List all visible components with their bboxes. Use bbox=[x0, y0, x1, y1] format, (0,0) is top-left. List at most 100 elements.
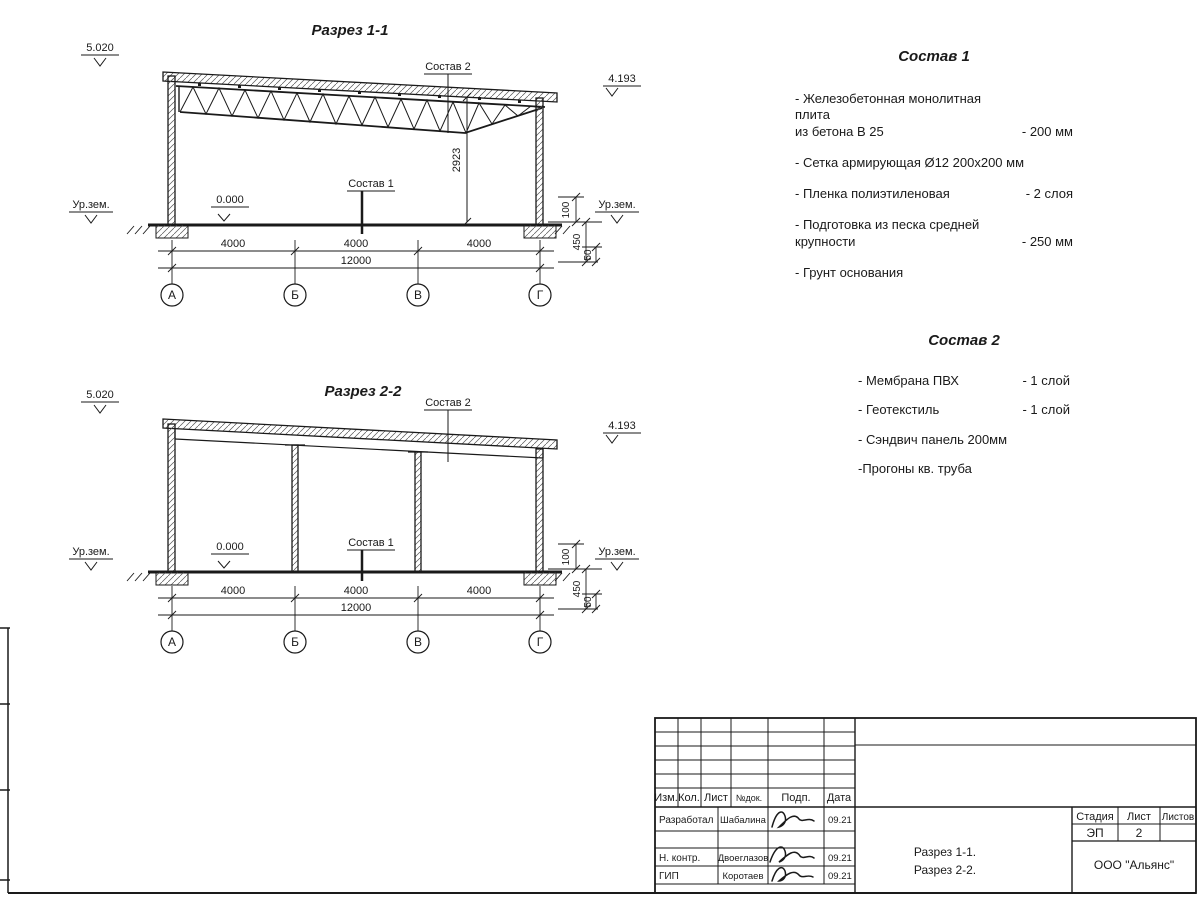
header-podp: Подп. bbox=[781, 792, 810, 804]
title-block-signature-rows: Разработал Шабалина 09.21 Н. контр. Двое… bbox=[659, 814, 852, 882]
callout-roof: Состав 2 bbox=[424, 61, 472, 133]
section-2-2: Разрез 2-2 5.02 bbox=[69, 383, 641, 654]
sheet-frame bbox=[0, 627, 1196, 894]
ground-level-right: Ур.зем. bbox=[595, 199, 639, 224]
ground-level-left: Ур.зем. bbox=[69, 199, 113, 224]
row2-date: 09.21 bbox=[828, 853, 852, 864]
item-value: - 1 слой bbox=[1022, 373, 1070, 388]
elevation-eave-value: 4.193 bbox=[608, 420, 636, 432]
list-item: - Железобетонная монолитная плита из бет… bbox=[795, 91, 1073, 140]
composition-2-title: Состав 2 bbox=[928, 332, 1000, 349]
dim-50: 50 bbox=[583, 249, 594, 261]
list-item: - Сэндвич панель 200мм bbox=[858, 432, 1070, 448]
item-text: - Сетка армирующая Ø12 200x200 мм bbox=[795, 154, 1025, 170]
dim-span-2: 4000 bbox=[344, 585, 368, 597]
dim-span-2: 4000 bbox=[344, 238, 368, 250]
dim-span-1: 4000 bbox=[221, 238, 245, 250]
dim-total: 12000 bbox=[341, 602, 372, 614]
axis-a: А bbox=[168, 635, 176, 649]
row1-name: Шабалина bbox=[720, 815, 767, 826]
item-text: - Пленка полиэтиленовая bbox=[795, 186, 950, 201]
item-value: - 1 слой bbox=[1022, 402, 1070, 418]
elevation-top-value: 5.020 bbox=[86, 42, 114, 54]
callout-floor-label: Состав 1 bbox=[348, 537, 394, 549]
list-item: -Прогоны кв. труба bbox=[858, 461, 1070, 477]
list-item: - Геотекстиль - 1 слой bbox=[858, 402, 1070, 418]
dimensions-right: 100 450 50 bbox=[548, 192, 602, 267]
roof-truss bbox=[175, 85, 546, 135]
item-value: - 200 мм bbox=[1021, 123, 1073, 139]
composition-list-1: Состав 1 - Железобетонная монолитная пли… bbox=[795, 48, 1073, 296]
list-item: - Мембрана ПВХ - 1 слой bbox=[858, 373, 1070, 389]
elevation-mark-top: 5.020 bbox=[81, 389, 119, 414]
composition-1-title: Состав 1 bbox=[898, 48, 970, 65]
dim-450: 450 bbox=[572, 580, 583, 597]
axis-bubbles: А Б В Г bbox=[160, 283, 552, 307]
elevation-eave-value: 4.193 bbox=[608, 73, 636, 85]
dim-100: 100 bbox=[561, 548, 572, 565]
ground-label-left: Ур.зем. bbox=[72, 546, 109, 558]
elevation-mark-eave: 4.193 bbox=[603, 420, 641, 444]
stage-label: Стадия bbox=[1076, 811, 1114, 823]
sheet-label: Лист bbox=[1127, 811, 1151, 823]
signature-3 bbox=[771, 866, 814, 882]
ground-label-right: Ур.зем. bbox=[598, 546, 635, 558]
dim-100: 100 bbox=[561, 201, 572, 218]
section-1-title: Разрез 1-1 bbox=[311, 22, 388, 39]
dimensions-bottom: 4000 4000 4000 12000 bbox=[158, 585, 554, 631]
item-value: - 2 слоя bbox=[1025, 186, 1073, 201]
header-ndok: №док. bbox=[736, 793, 762, 803]
elevation-mark-eave: 4.193 bbox=[603, 73, 641, 97]
dim-span-3: 4000 bbox=[467, 238, 491, 250]
ground-label-right: Ур.зем. bbox=[598, 199, 635, 211]
ground-hatch bbox=[126, 572, 571, 582]
dimension-height: 2923 bbox=[451, 92, 472, 227]
item-text: - Грунт основания bbox=[795, 264, 904, 280]
roof-slab bbox=[162, 71, 558, 103]
doc-title-line2: Разрез 2-2. bbox=[914, 863, 976, 877]
elevation-top-value: 5.020 bbox=[86, 389, 114, 401]
section-2-title: Разрез 2-2 bbox=[324, 383, 402, 400]
elevation-mark-floor: 0.000 bbox=[211, 194, 249, 222]
callout-floor: Состав 1 bbox=[347, 537, 395, 581]
section-1-1: Разрез 1-1 bbox=[69, 22, 641, 307]
dim-50: 50 bbox=[583, 596, 594, 608]
composition-list-2: Состав 2 - Мембрана ПВХ - 1 слой - Геоте… bbox=[858, 332, 1070, 490]
dim-span-1: 4000 bbox=[221, 585, 245, 597]
roof-slab bbox=[162, 418, 558, 450]
item-text: - Железобетонная монолитная плита из бет… bbox=[795, 91, 982, 139]
row3-date: 09.21 bbox=[828, 871, 852, 882]
ground-level-right: Ур.зем. bbox=[595, 546, 639, 571]
item-text: - Геотекстиль bbox=[858, 402, 940, 418]
sheets-label: Листов bbox=[1162, 812, 1195, 823]
dimensions-bottom: 4000 4000 4000 12000 bbox=[158, 238, 554, 284]
axis-g: Г bbox=[537, 635, 544, 649]
title-block-doc: Разрез 1-1. Разрез 2-2. Стадия Лист Лист… bbox=[914, 811, 1194, 877]
axis-g: Г bbox=[537, 288, 544, 302]
ground-hatch bbox=[126, 225, 571, 235]
axis-v: В bbox=[414, 288, 422, 302]
item-text: -Прогоны кв. труба bbox=[858, 460, 972, 476]
list-item: - Сетка армирующая Ø12 200x200 мм bbox=[795, 155, 1073, 171]
callout-roof-label: Состав 2 bbox=[425, 61, 471, 73]
signature-2 bbox=[769, 846, 815, 863]
signature-1 bbox=[771, 811, 815, 829]
footings bbox=[155, 224, 557, 239]
row2-name: Двоеглазов bbox=[718, 853, 769, 864]
title-block: Изм. Кол. Лист №док. Подп. Дата Разработ… bbox=[654, 717, 1197, 894]
row1-date: 09.21 bbox=[828, 815, 852, 826]
item-text: - Сэндвич панель 200мм bbox=[858, 431, 1008, 447]
purlins bbox=[198, 83, 521, 103]
list-item: - Пленка полиэтиленовая - 2 слоя bbox=[795, 186, 1073, 202]
dimension-height-value: 2923 bbox=[451, 148, 463, 172]
row3-role: ГИП bbox=[659, 871, 679, 882]
dim-total: 12000 bbox=[341, 255, 372, 267]
header-list: Лист bbox=[704, 792, 728, 804]
row3-name: Коротаев bbox=[722, 871, 763, 882]
sheet-value: 2 bbox=[1136, 826, 1143, 840]
header-izm: Изм. bbox=[654, 792, 678, 804]
list-item: - Грунт основания bbox=[795, 265, 1073, 281]
callout-floor-label: Состав 1 bbox=[348, 178, 394, 190]
axis-b: Б bbox=[291, 288, 299, 302]
